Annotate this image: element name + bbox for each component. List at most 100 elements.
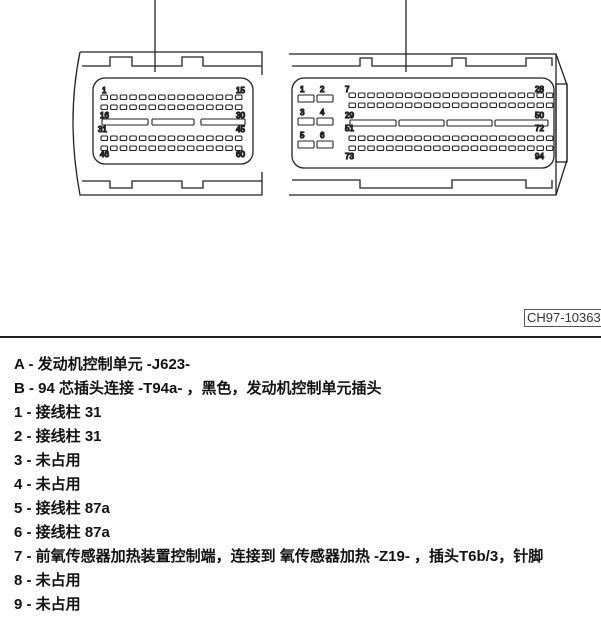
pin bbox=[470, 145, 479, 152]
pin bbox=[348, 92, 357, 99]
pin bbox=[470, 92, 479, 99]
pin bbox=[138, 135, 147, 142]
pin bbox=[489, 145, 498, 152]
pin bbox=[423, 92, 432, 99]
pin bbox=[395, 102, 404, 109]
pin bbox=[404, 92, 413, 99]
pin bbox=[177, 145, 185, 152]
pin bbox=[167, 94, 176, 101]
pin-label: 4 bbox=[320, 108, 325, 117]
pin bbox=[196, 145, 205, 152]
pin bbox=[442, 145, 451, 152]
pin bbox=[536, 102, 545, 109]
legend-item-b: B - 94 芯插头连接 -T94a- ，黑色，发动机控制单元插头 bbox=[14, 380, 382, 397]
legend-item-9: 9 - 未占用 bbox=[14, 596, 81, 613]
pin bbox=[357, 102, 366, 109]
pin bbox=[470, 135, 479, 142]
pin bbox=[480, 92, 488, 99]
pin bbox=[100, 135, 109, 142]
legend-item-3: 3 - 未占用 bbox=[14, 452, 81, 469]
pin bbox=[367, 145, 375, 152]
pin bbox=[442, 135, 451, 142]
pin bbox=[110, 104, 118, 111]
pin bbox=[158, 135, 166, 142]
pin bbox=[225, 94, 233, 101]
pin bbox=[196, 104, 205, 111]
legend-item-8: 8 - 未占用 bbox=[14, 572, 81, 589]
pin bbox=[527, 102, 535, 109]
pin-label: 6 bbox=[320, 131, 325, 140]
pin bbox=[414, 145, 422, 152]
pin bbox=[186, 145, 195, 152]
connector-a bbox=[72, 51, 263, 196]
pin-label: 72 bbox=[535, 124, 544, 133]
pin bbox=[158, 145, 166, 152]
pin bbox=[451, 102, 460, 109]
pin bbox=[167, 104, 176, 111]
pin bbox=[129, 94, 137, 101]
pin bbox=[423, 135, 432, 142]
pin bbox=[414, 92, 422, 99]
pin bbox=[148, 104, 157, 111]
pin bbox=[206, 145, 214, 152]
pin bbox=[527, 145, 535, 152]
pin bbox=[386, 145, 394, 152]
pin bbox=[489, 135, 498, 142]
pin bbox=[119, 104, 128, 111]
legend-item-5: 5 - 接线柱 87a bbox=[14, 500, 110, 517]
pin bbox=[517, 102, 526, 109]
pin bbox=[206, 94, 214, 101]
pin bbox=[395, 92, 404, 99]
pin bbox=[110, 135, 118, 142]
power-pin bbox=[297, 94, 315, 103]
divider bbox=[0, 336, 601, 338]
pin bbox=[376, 135, 385, 142]
pin bbox=[423, 102, 432, 109]
pin-slot bbox=[151, 118, 195, 126]
pin bbox=[508, 92, 516, 99]
pin bbox=[129, 135, 137, 142]
pin bbox=[206, 104, 214, 111]
pin bbox=[451, 145, 460, 152]
pin bbox=[234, 94, 243, 101]
pin-slot bbox=[398, 119, 445, 127]
pin bbox=[386, 102, 394, 109]
pin-label: 50 bbox=[535, 111, 544, 120]
pin bbox=[451, 92, 460, 99]
pin-label: 51 bbox=[345, 124, 354, 133]
pin bbox=[480, 145, 488, 152]
pin bbox=[158, 104, 166, 111]
pin bbox=[498, 145, 507, 152]
pin bbox=[498, 102, 507, 109]
pin bbox=[508, 102, 516, 109]
pin bbox=[110, 145, 118, 152]
pin bbox=[461, 135, 469, 142]
pin bbox=[100, 145, 109, 152]
power-pin bbox=[316, 140, 334, 149]
power-pin bbox=[297, 117, 315, 126]
pin bbox=[489, 92, 498, 99]
pin bbox=[527, 92, 535, 99]
legend-item-4: 4 - 未占用 bbox=[14, 476, 81, 493]
pin bbox=[423, 145, 432, 152]
pin bbox=[451, 135, 460, 142]
pin bbox=[225, 135, 233, 142]
pin bbox=[517, 92, 526, 99]
pin bbox=[167, 145, 176, 152]
power-pin bbox=[316, 117, 334, 126]
pin bbox=[167, 135, 176, 142]
pin bbox=[196, 94, 205, 101]
pin bbox=[138, 145, 147, 152]
pin bbox=[348, 145, 357, 152]
pin bbox=[148, 145, 157, 152]
pin-label: 31 bbox=[98, 125, 107, 134]
pin bbox=[386, 92, 394, 99]
pin bbox=[442, 92, 451, 99]
pin bbox=[386, 135, 394, 142]
pin bbox=[517, 135, 526, 142]
pin bbox=[177, 104, 185, 111]
pin bbox=[442, 102, 451, 109]
pin bbox=[461, 102, 469, 109]
legend-item-7: 7 - 前氧传感器加热装置控制端，连接到 氧传感器加热 -Z19- ，插头T6b… bbox=[14, 548, 544, 565]
pin bbox=[395, 145, 404, 152]
